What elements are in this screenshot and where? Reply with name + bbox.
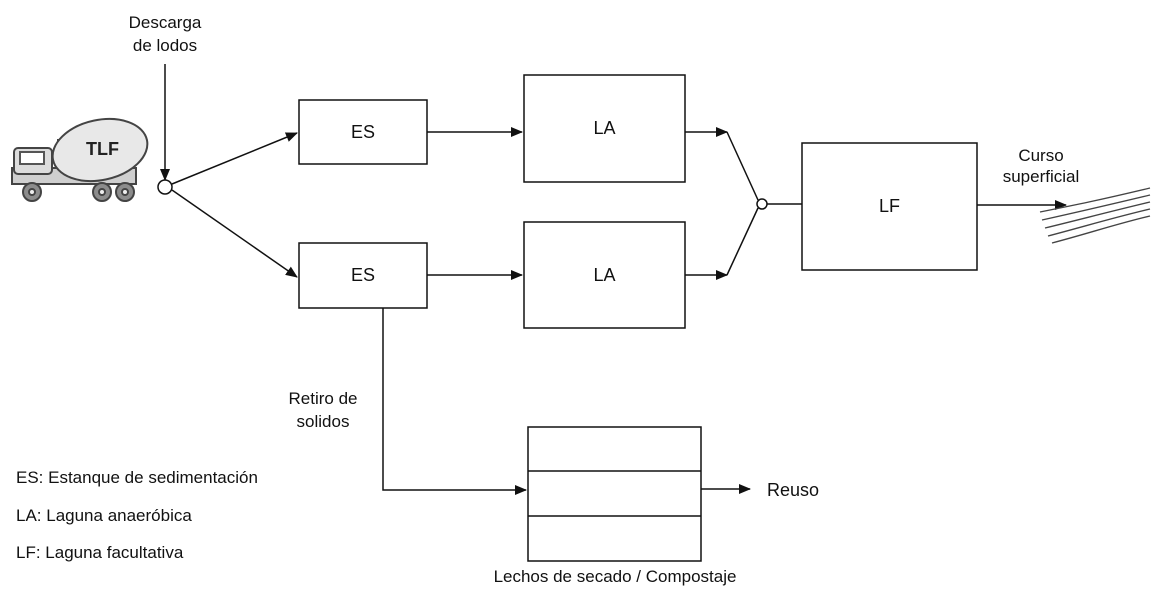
es-bottom-box	[298, 242, 428, 309]
drying-beds-label: Lechos de secado / Compostaje	[493, 567, 737, 586]
la-top-box	[523, 74, 686, 183]
inlet-junction	[157, 179, 173, 195]
reuse-label: Reuso	[767, 480, 820, 500]
solids-label-line2: solidos	[296, 412, 350, 431]
truck-label: TLF	[86, 139, 119, 159]
merge-line-bottom	[726, 207, 759, 276]
lf-box	[801, 142, 978, 271]
truck-icon	[11, 118, 149, 202]
legend-item-es: ES: Estanque de sedimentación	[16, 468, 258, 487]
discharge-label-line1: Descarga	[128, 13, 202, 32]
arrow-to-es-bottom	[171, 189, 298, 278]
legend-item-la: LA: Laguna anaeróbica	[16, 506, 192, 525]
stream-label-line1: Curso	[1018, 146, 1064, 165]
es-top-label: ES	[350, 122, 375, 142]
solids-label-line1: Retiro de	[288, 389, 358, 408]
merge-line-top	[726, 131, 759, 201]
lf-label: LF	[878, 196, 900, 216]
es-top-box	[298, 99, 428, 165]
legend-item-lf: LF: Laguna facultativa	[16, 543, 184, 562]
es-bottom-label: ES	[350, 265, 375, 285]
merge-junction	[756, 198, 768, 210]
la-bottom-box	[523, 221, 686, 329]
la-bottom-label: LA	[593, 265, 616, 285]
drying-beds-box	[527, 426, 702, 562]
stream-label-line2: superficial	[1002, 167, 1080, 186]
discharge-label-line2: de lodos	[132, 36, 198, 55]
water-waves-icon	[1039, 187, 1151, 244]
solids-removal-arrow	[382, 308, 527, 495]
la-top-label: LA	[593, 118, 616, 138]
arrow-to-es-top	[171, 132, 298, 185]
